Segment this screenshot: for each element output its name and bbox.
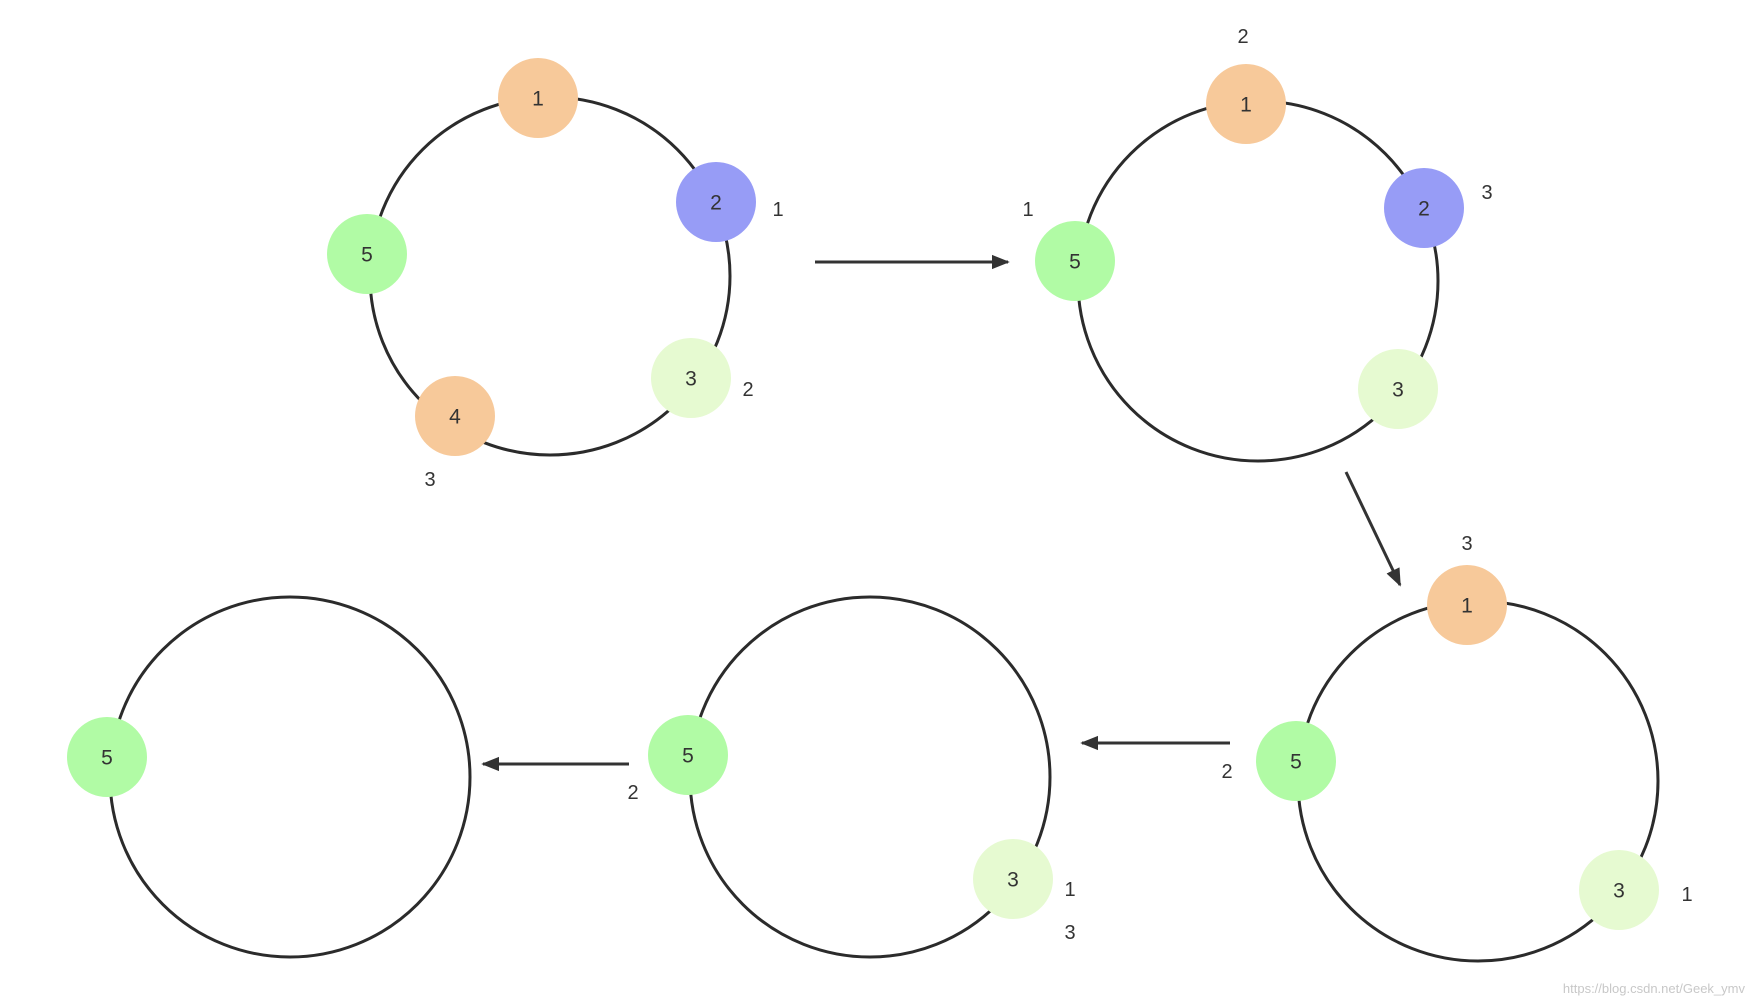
node-4-disc xyxy=(415,376,495,456)
node-3-label: 3 xyxy=(1392,379,1404,402)
node-5-label: 5 xyxy=(682,745,694,768)
node-3-count: 2 xyxy=(742,379,753,401)
node-5-label: 5 xyxy=(101,747,113,770)
watermark-text: https://blog.csdn.net/Geek_ymv xyxy=(1563,981,1746,996)
arrow-3-to-4-label: 2 xyxy=(1221,761,1232,783)
node-2-count: 3 xyxy=(1481,182,1492,204)
node-3: 3 xyxy=(651,338,731,418)
node-5-disc xyxy=(1035,221,1115,301)
node-1-disc xyxy=(1427,565,1507,645)
node-2-label: 2 xyxy=(710,192,722,215)
node-1-label: 1 xyxy=(1240,94,1252,117)
node-5-label: 5 xyxy=(361,244,373,267)
node-3-disc xyxy=(1358,349,1438,429)
node-4-label: 4 xyxy=(449,406,461,429)
node-5: 5 xyxy=(648,715,728,795)
node-5-disc xyxy=(67,717,147,797)
node-2-count: 1 xyxy=(772,199,783,221)
ring-group-5: 5 xyxy=(67,595,472,959)
node-5: 5 xyxy=(327,214,407,294)
node-5-label: 5 xyxy=(1069,251,1081,274)
node-3-label: 3 xyxy=(1007,869,1019,892)
node-1: 1 xyxy=(1427,565,1507,645)
node-1: 1 xyxy=(1206,64,1286,144)
ring-group-1: 1 2 1 3 2 4 3 5 xyxy=(327,58,784,491)
node-1: 1 xyxy=(498,58,578,138)
ring-group-2: 2 1 2 3 3 1 5 xyxy=(1022,26,1493,463)
node-1-label: 1 xyxy=(532,88,544,111)
node-2: 2 xyxy=(676,162,756,242)
node-2-disc xyxy=(676,162,756,242)
node-5: 5 xyxy=(1035,221,1115,301)
arrow-2-to-3 xyxy=(1344,471,1402,587)
node-1-label: 1 xyxy=(1461,595,1473,618)
node-5: 5 xyxy=(1256,721,1336,801)
node-3-disc xyxy=(973,839,1053,919)
node-3: 3 xyxy=(973,839,1053,919)
node-1-count: 2 xyxy=(1237,26,1248,48)
node-5-disc xyxy=(327,214,407,294)
node-2-disc xyxy=(1384,168,1464,248)
node-5-label: 5 xyxy=(1290,751,1302,774)
node-3-label: 3 xyxy=(1613,880,1625,903)
node-1-disc xyxy=(1206,64,1286,144)
node-3-disc xyxy=(1579,850,1659,930)
arrow-4-to-5-label: 2 xyxy=(627,782,638,804)
node-5: 5 xyxy=(67,717,147,797)
node-5-disc xyxy=(1256,721,1336,801)
node-5-disc xyxy=(648,715,728,795)
node-3-count: 1 xyxy=(1681,884,1692,906)
ring-circle xyxy=(108,595,472,959)
node-5-count: 1 xyxy=(1022,199,1033,221)
node-1-disc xyxy=(498,58,578,138)
node-1-count: 3 xyxy=(1461,533,1472,555)
node-3-count: 1 xyxy=(1064,879,1075,901)
ring-group-3: 3 1 3 1 5 xyxy=(1256,533,1693,963)
node-3-count-second: 3 xyxy=(1064,922,1075,944)
node-3: 3 xyxy=(1358,349,1438,429)
node-4: 4 xyxy=(415,376,495,456)
ring-group-4: 5 3 1 3 xyxy=(648,595,1076,959)
node-3-disc xyxy=(651,338,731,418)
node-3-label: 3 xyxy=(685,368,697,391)
node-3: 3 xyxy=(1579,850,1659,930)
node-2-label: 2 xyxy=(1418,198,1430,221)
node-4-count: 3 xyxy=(424,469,435,491)
node-2: 2 xyxy=(1384,168,1464,248)
